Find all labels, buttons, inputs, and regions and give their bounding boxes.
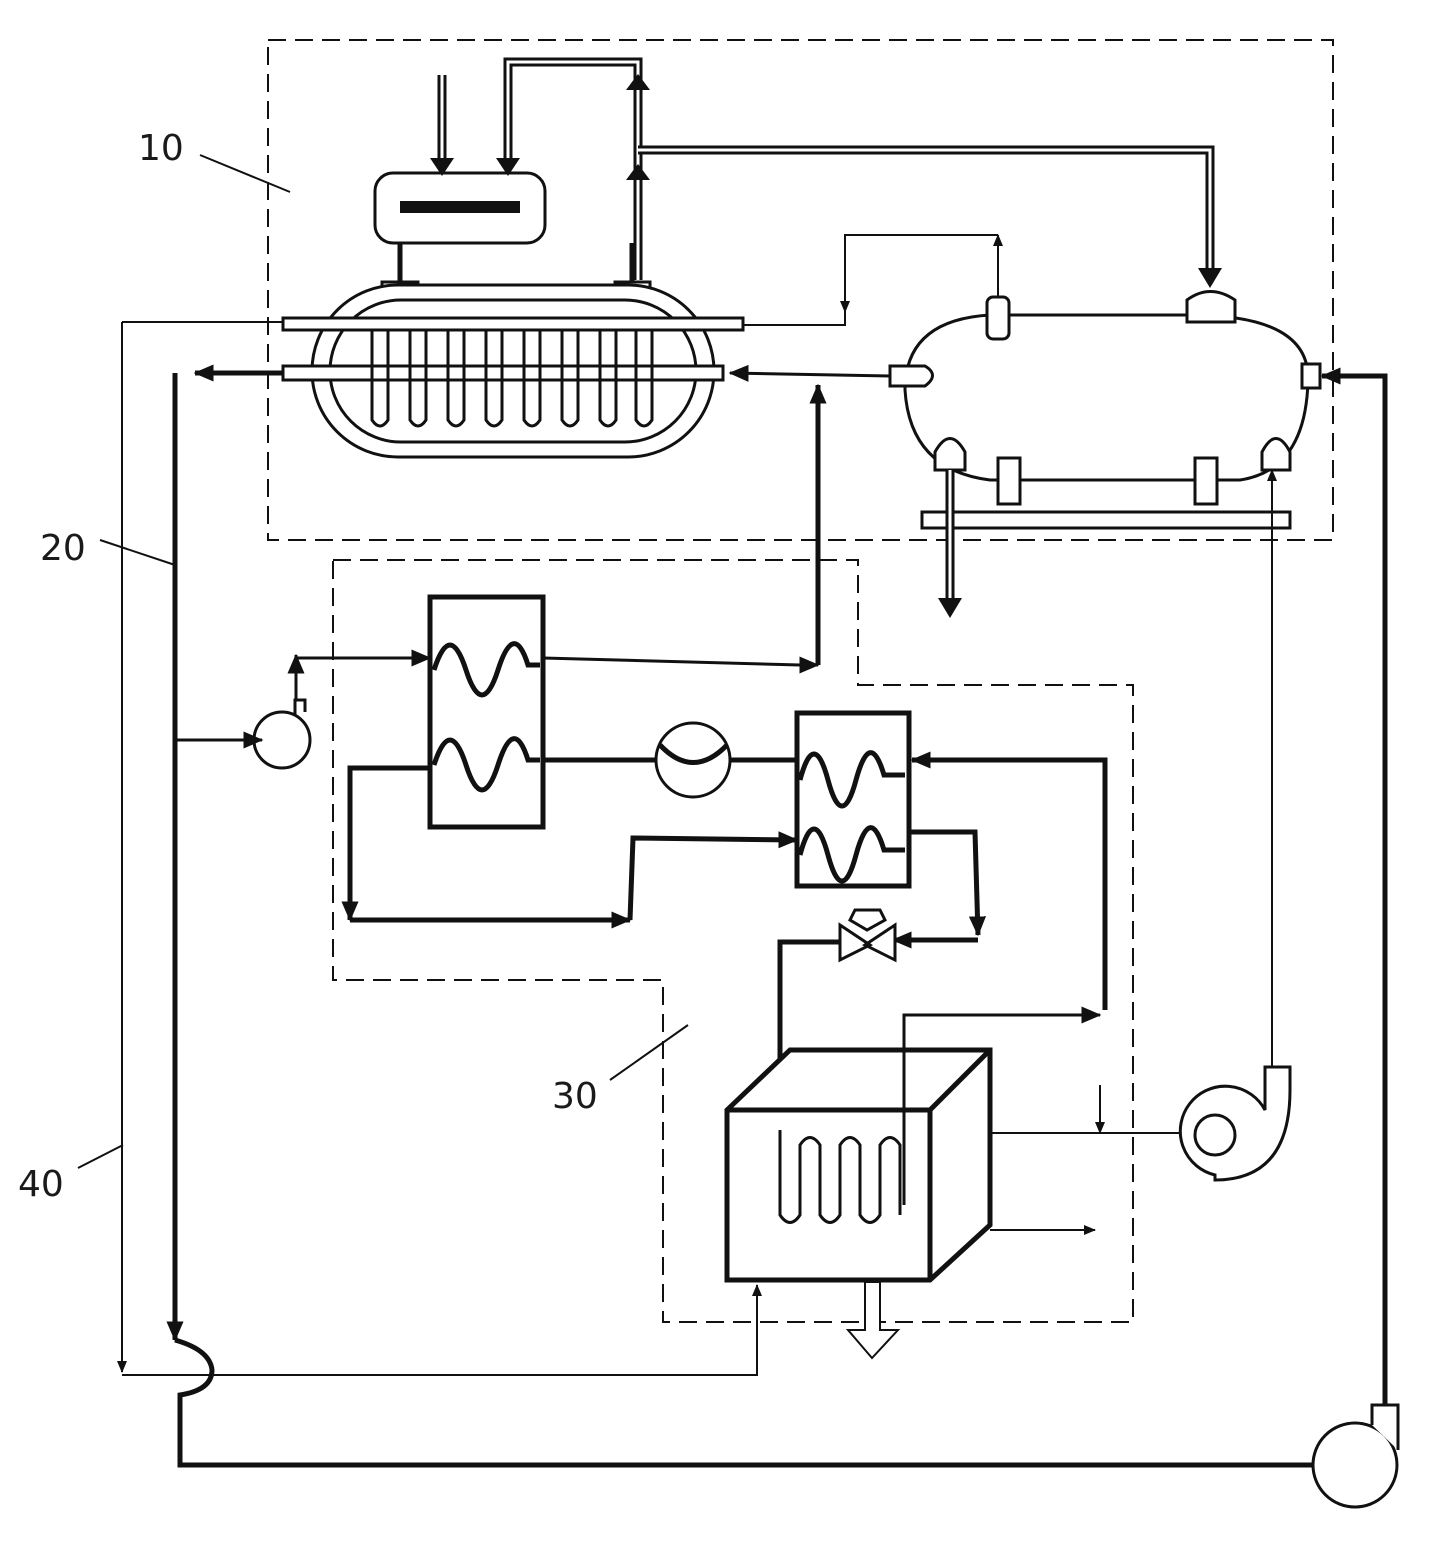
input-arrow-1-head: [430, 158, 454, 176]
hx1-out-top: [542, 656, 820, 674]
hx2-right-in: [910, 751, 1108, 1010]
feed-line-right: [1320, 367, 1388, 1405]
drum-side-nozzle: [888, 364, 934, 388]
compressor-curve: [658, 743, 729, 765]
u-trap: [174, 1337, 1360, 1468]
drum-top-vent: [985, 295, 1011, 341]
blowdown-head: [938, 598, 962, 618]
drum-saddle-left: [996, 456, 1022, 506]
riser-arrow-1: [626, 74, 650, 90]
evaporator-tank-edge: [727, 1048, 992, 1280]
hx1-bottom-loop: [341, 765, 430, 922]
blower-impeller: [1193, 1113, 1237, 1157]
hx1-bottom-loop-3: [627, 831, 799, 921]
hx1-coil-bottom: [431, 736, 540, 793]
drum-inlet-dome: [1185, 290, 1237, 324]
steam-drum: [903, 313, 1310, 482]
label-30: 30: [552, 1076, 598, 1117]
leader-20: [99, 539, 176, 566]
leader-10: [199, 154, 291, 193]
drum-bottom-nozzle-left: [933, 437, 967, 472]
steam-line-head: [1198, 268, 1222, 288]
loop-top-pipe-head: [496, 158, 520, 176]
loop-top-pipe: [503, 57, 643, 280]
riser-arrow-2: [626, 164, 650, 180]
tube-bundle: [370, 330, 654, 428]
vent-loop: [840, 234, 998, 313]
blower-casing: [1178, 1065, 1292, 1182]
hx2-right-out: [909, 829, 987, 937]
control-box-bar: [400, 201, 520, 213]
valve-actuator: [848, 908, 887, 932]
label-10: 10: [138, 128, 184, 169]
drum-bottom-nozzle-right: [1260, 437, 1292, 472]
loop-40-bottom: [122, 1284, 762, 1376]
hx2-coil-top: [797, 750, 905, 809]
leader-30: [609, 1024, 689, 1081]
tank-outlet-up: [902, 1006, 1102, 1205]
circ-pump-outlet: [293, 698, 307, 715]
circ-pump-small: [252, 710, 312, 770]
leader-40: [77, 1144, 124, 1169]
drum-base: [920, 510, 1292, 530]
drum-right-nozzle: [1300, 362, 1322, 390]
heat-exchanger-1: [427, 594, 546, 830]
feed-pump-circle: [1311, 1421, 1399, 1509]
label-40: 40: [18, 1164, 64, 1205]
hx2-coil-bottom: [797, 825, 905, 884]
vent-return: [743, 312, 846, 326]
evaporator-coil: [778, 1130, 902, 1224]
drum-to-header: [728, 364, 891, 382]
steam-line: [638, 145, 1215, 270]
tank-drain: [845, 1281, 901, 1360]
upper-header: [281, 316, 745, 332]
label-20: 20: [40, 528, 86, 569]
boundary-unit-20: [332, 559, 1134, 1323]
hx1-coil-top: [431, 641, 540, 698]
drum-saddle-right: [1193, 456, 1219, 506]
